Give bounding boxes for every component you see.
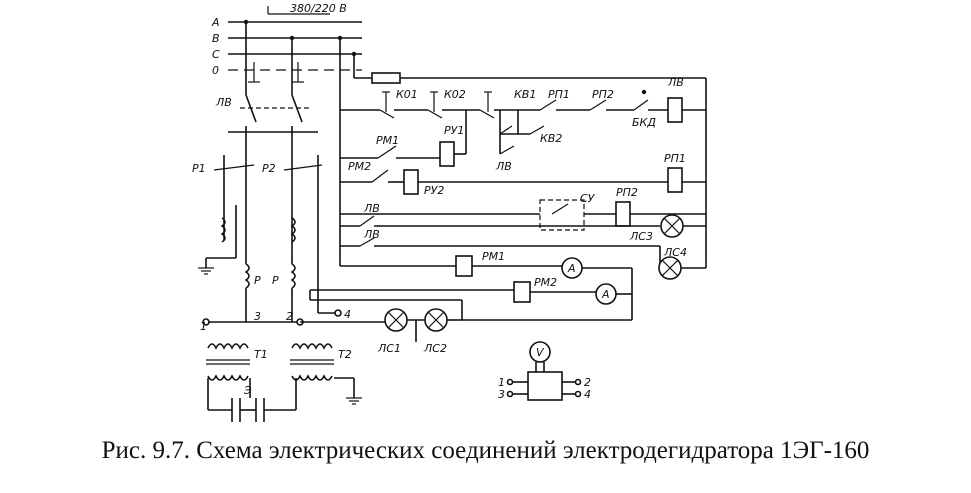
ammeter-rung-1 <box>339 255 633 320</box>
lamp-ls2 <box>424 308 448 332</box>
terminal-2-label: 2 <box>286 310 293 323</box>
voltmeter-terminal-2: 2 <box>584 376 591 389</box>
lamp-ls4-label: ЛС4 <box>663 246 687 259</box>
phase-label-0: 0 <box>212 64 219 77</box>
button-k01-label: К01 <box>396 88 418 101</box>
voltmeter-terminal-3: 3 <box>498 388 505 401</box>
control-rung-2 <box>340 110 545 167</box>
phase-label-c: C <box>212 48 220 61</box>
wiring-diagram: A B C 0 380/220 В ЛВ <box>192 2 707 422</box>
main-breaker-label: ЛВ <box>215 96 232 109</box>
transformer-t2 <box>290 343 334 381</box>
contact-lv-a-label: ЛВ <box>363 202 380 215</box>
transformer-t1-label: Т1 <box>254 348 268 361</box>
supply-voltage-label: 380/220 В <box>290 2 347 15</box>
contactor-p2-label: Р2 <box>262 162 276 175</box>
coil-rm2-label: РМ2 <box>534 276 557 289</box>
reactor-2-label: Р <box>272 274 279 287</box>
lamp-ls1 <box>384 308 408 332</box>
contactor-p1 <box>213 155 255 240</box>
terminal-4-label: 4 <box>344 308 351 321</box>
relay-ru1-label: РУ1 <box>444 124 464 137</box>
voltmeter-symbol: V <box>536 346 545 359</box>
bus-drops <box>243 19 707 262</box>
reactors <box>198 205 296 322</box>
ammeter-rung-2 <box>309 281 632 321</box>
terminal-3-label: 3 <box>254 310 261 323</box>
main-breaker-lv <box>228 94 318 155</box>
voltmeter-terminal-1: 1 <box>498 376 505 389</box>
lamp-ls1-label: ЛС1 <box>377 342 401 355</box>
voltmeter-terminal-4: 4 <box>584 388 591 401</box>
ammeter-1-symbol: A <box>567 262 576 275</box>
control-rung-1 <box>340 89 706 123</box>
control-rung-3 <box>340 167 706 195</box>
lamp-ls3-label: ЛС3 <box>629 230 653 243</box>
terminal-block <box>202 205 342 326</box>
transformer-t1 <box>206 343 250 381</box>
switch-kv2-label: КВ2 <box>540 132 562 145</box>
contact-rp2-label: РП2 <box>592 88 614 101</box>
electrode-circuit <box>207 377 362 422</box>
switch-kv1-label: КВ1 <box>514 88 536 101</box>
electrode-label: Э <box>243 384 252 397</box>
contact-lv-b-label: ЛВ <box>363 228 380 241</box>
contact-rm1-label: РМ1 <box>376 134 399 147</box>
coil-rp1-label: РП1 <box>664 152 686 165</box>
control-rung-6 <box>340 237 707 280</box>
transformer-t2-label: Т2 <box>338 348 352 361</box>
voltmeter-block <box>506 341 582 401</box>
contact-bkd-label: БКД <box>632 116 656 129</box>
reactor-1-label: Р <box>254 274 261 287</box>
control-rung-5 <box>340 214 706 238</box>
contact-lv-label: ЛВ <box>495 160 512 173</box>
contactor-p1-label: Р1 <box>192 162 206 175</box>
coil-lv-label: ЛВ <box>667 76 684 89</box>
phase-label-b: B <box>212 32 220 45</box>
contact-rp1-label: РП1 <box>548 88 570 101</box>
phase-label-a: A <box>211 16 220 29</box>
contact-rm2-label: РМ2 <box>348 160 371 173</box>
coil-rp2-label: РП2 <box>616 186 638 199</box>
coil-rm1-label: РМ1 <box>482 250 505 263</box>
relay-ru2-label: РУ2 <box>424 184 444 197</box>
figure-caption: Рис. 9.7. Схема электрических соединений… <box>101 437 870 464</box>
ammeter-2-symbol: A <box>601 288 610 301</box>
terminal-1-label: 1 <box>200 320 207 333</box>
switch-su-label: СУ <box>580 192 596 205</box>
contactor-p2 <box>283 155 323 205</box>
control-rung-4 <box>340 199 706 231</box>
button-k02-label: К02 <box>444 88 466 101</box>
lamp-ls2-label: ЛС2 <box>423 342 447 355</box>
